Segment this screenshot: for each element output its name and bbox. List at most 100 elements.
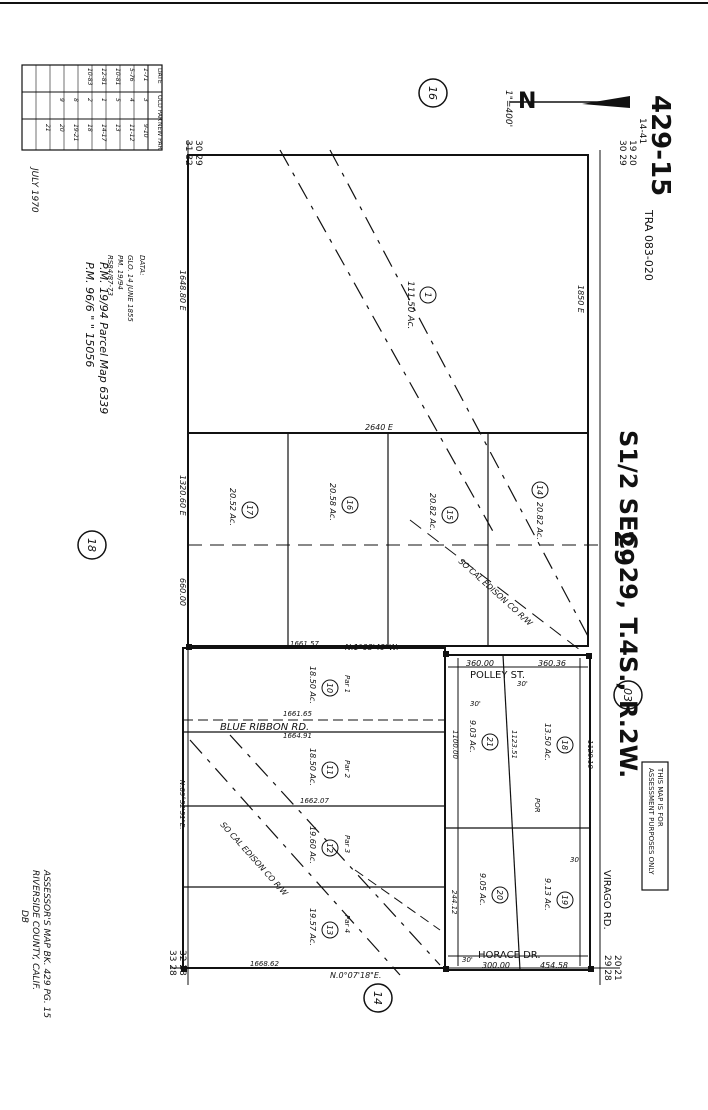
parcel-10[interactable]: 10 18.50 Ac. [308, 666, 339, 704]
edison-easement-line [354, 869, 441, 931]
dim-1129: 1129.19 [586, 740, 594, 769]
adjacent-page-16[interactable]: 16 [418, 78, 448, 108]
parcel-18[interactable]: 18 13.50 Ac. [543, 723, 574, 761]
dim-1123: 1123.51 [510, 730, 518, 759]
svg-text:9: 9 [58, 98, 65, 102]
dim-1320a: 1320.60 E [178, 475, 187, 517]
svg-text:DB: DB [19, 910, 29, 923]
adjacent-page-18[interactable]: 18 [77, 530, 107, 560]
svg-text:32 28: 32 28 [177, 950, 187, 976]
svg-text:18.50 Ac.: 18.50 Ac. [308, 748, 317, 786]
adjacent-page-03[interactable]: 03 [613, 680, 643, 710]
svg-text:11: 11 [325, 765, 334, 775]
dim-244: 244.12 [450, 890, 458, 915]
dim-1662: 1662.07 [300, 797, 329, 805]
svg-text:19: 19 [560, 895, 569, 905]
svg-text:20.82 Ac.: 20.82 Ac. [428, 493, 437, 531]
corner-bottom-left: 32 28 33 28 [167, 950, 187, 976]
svg-text:03: 03 [621, 688, 634, 702]
svg-text:16: 16 [426, 86, 439, 100]
parcel-17[interactable]: 17 20.52 Ac. [228, 488, 259, 526]
svg-text:5: 5 [114, 98, 121, 102]
dim-1661: 1661.57 [290, 640, 319, 648]
par-tag: Par 3 [343, 835, 351, 853]
svg-text:1: 1 [100, 98, 107, 102]
lot-line [502, 654, 521, 971]
svg-text:RS84/87-73: RS84/87-73 [106, 255, 114, 296]
edison-easement-label: SO CAL EDISON CO R/W [457, 557, 535, 629]
svg-text:10: 10 [325, 683, 334, 693]
svg-text:1-71: 1-71 [142, 68, 149, 82]
svg-text:18: 18 [560, 740, 569, 750]
parcel-15[interactable]: 15 20.82 Ac. [428, 493, 459, 531]
parcel-14[interactable]: 14 20.82 Ac. [531, 481, 549, 540]
svg-text:9.03 Ac.: 9.03 Ac. [468, 720, 477, 753]
svg-text:N: N [518, 89, 536, 114]
dim-30: 30' [470, 700, 481, 708]
svg-text:GLO. 14 JUNE 1855: GLO. 14 JUNE 1855 [126, 255, 134, 322]
svg-text:14: 14 [535, 485, 544, 495]
svg-text:18: 18 [86, 124, 93, 132]
svg-text:12-81: 12-81 [100, 68, 107, 85]
corner-marker [588, 966, 594, 972]
book-page-label: 429-15 [645, 95, 675, 196]
svg-text:14-17: 14-17 [100, 124, 107, 142]
dim-360: 360.00 [466, 659, 494, 668]
corner-marker [586, 653, 592, 659]
svg-text:8: 8 [72, 98, 79, 102]
parcel-20[interactable]: 20 9.05 Ac. [478, 873, 509, 906]
por-tag: POR [533, 798, 541, 813]
svg-text:13: 13 [114, 124, 121, 132]
svg-text:1: 1 [422, 292, 432, 298]
date-stamp: JULY 1970 [29, 166, 39, 213]
svg-text:18.50 Ac.: 18.50 Ac. [308, 666, 317, 704]
assessor-footer: ASSESSOR'S MAP BK. 429 PG. 15 RIVERSIDE … [19, 869, 51, 1018]
adjacent-page-14[interactable]: 14 [363, 983, 393, 1013]
parcels-18-21-boundary [444, 654, 591, 971]
dim-2640: 2640 E [365, 423, 394, 432]
parcel-19[interactable]: 19 9.13 Ac. [543, 878, 574, 911]
parcel-21[interactable]: 21 9.03 Ac. [468, 720, 499, 753]
svg-text:11-12: 11-12 [128, 124, 135, 142]
road-blue-ribbon: BLUE RIBBON RD. [220, 722, 309, 733]
svg-text:20.58 Ac.: 20.58 Ac. [328, 483, 337, 521]
revision-table: DATE OLD PAR NEW PAR 1-71 3 9-10 5-76 4 … [21, 64, 163, 151]
par-tag: Par 2 [343, 760, 351, 779]
parcel-12[interactable]: 12 19.60 Ac. [308, 826, 339, 864]
data-block: DATA: GLO. 14 JUNE 1855 PM. 19/94 RS84/8… [106, 255, 146, 322]
book-page-sub: 14-41 [637, 118, 647, 144]
parcel-1[interactable]: 1 111.50 Ac. [405, 281, 437, 329]
svg-text:THIS MAP IS FOR: THIS MAP IS FOR [656, 767, 664, 827]
edison-easement-line [329, 149, 591, 641]
edison-easement-line [409, 519, 581, 651]
dim-1664: 1664.91 [283, 732, 312, 740]
svg-text:19-21: 19-21 [72, 124, 79, 141]
svg-text:20.52 Ac.: 20.52 Ac. [228, 488, 237, 526]
parcel-16[interactable]: 16 20.58 Ac. [328, 483, 359, 521]
corner-top-right: 19 20 30 29 [617, 140, 637, 166]
dim-1661b: 1661.65 [283, 710, 312, 718]
svg-text:13.50 Ac.: 13.50 Ac. [543, 723, 552, 761]
road-horace: HORACE DR. [478, 950, 541, 961]
svg-text:ASSESSMENT PURPOSES ONLY: ASSESSMENT PURPOSES ONLY [647, 768, 655, 875]
parcel-11[interactable]: 11 18.50 Ac. [308, 748, 339, 786]
svg-text:33 28: 33 28 [167, 950, 177, 976]
corner-top-left: 30 29 31 32 [183, 140, 203, 166]
svg-text:RIVERSIDE COUNTY, CALIF.: RIVERSIDE COUNTY, CALIF. [30, 870, 40, 990]
edison-easement-line [189, 739, 401, 976]
svg-text:ASSESSOR'S MAP BK. 429 PG. 15: ASSESSOR'S MAP BK. 429 PG. 15 [41, 869, 51, 1018]
svg-text:9.13 Ac.: 9.13 Ac. [543, 878, 552, 911]
svg-text:21: 21 [44, 124, 51, 132]
section-title: S1/2 SEC. 29, T.4S., R.2W. [614, 430, 642, 778]
parcel-13[interactable]: 13 19.57 Ac. [308, 908, 339, 946]
svg-text:14: 14 [371, 991, 384, 1005]
svg-text:4: 4 [128, 98, 135, 102]
parcel-map-refs: P.M. 19/94 Parcel Map 6339 P.M. 96/6 " "… [83, 262, 110, 414]
svg-text:10-83: 10-83 [86, 68, 93, 86]
svg-text:13: 13 [325, 925, 334, 935]
dim-660: 660.00 [178, 578, 187, 606]
svg-text:3: 3 [142, 98, 149, 102]
svg-text:P.M. 19/94 Parcel Map 6339: P.M. 19/94 Parcel Map 6339 [97, 262, 110, 414]
bearing-3: N.89°52'51"E. [178, 780, 186, 829]
